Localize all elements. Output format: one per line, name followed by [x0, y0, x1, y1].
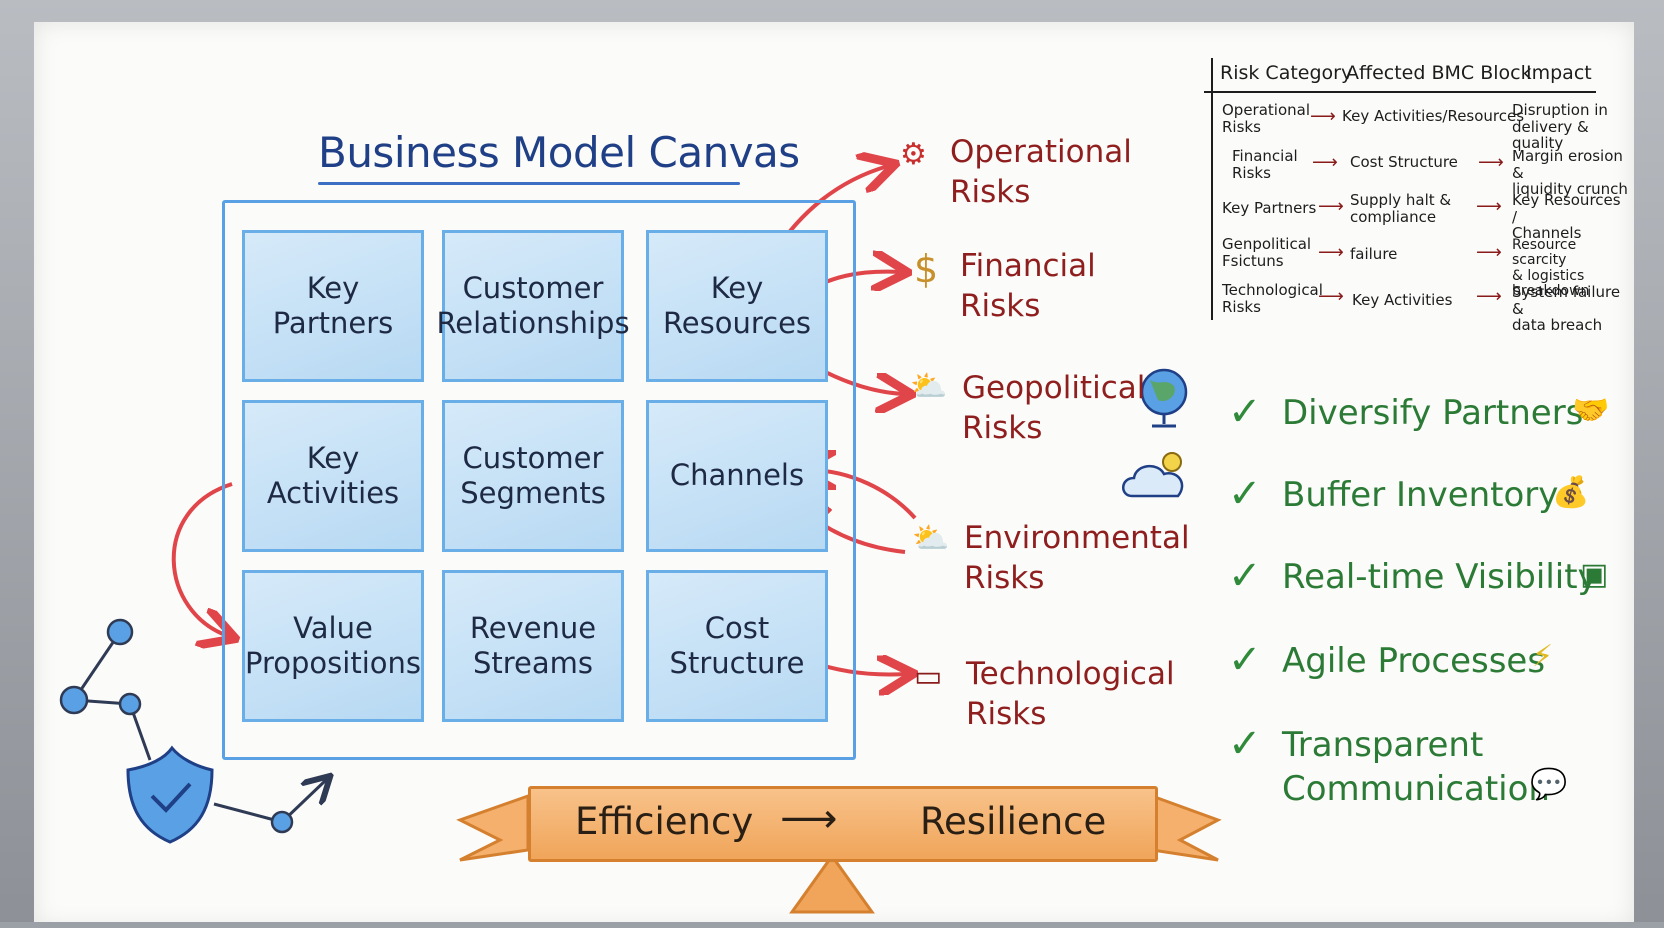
mitigation-transparent-communication: Transparent Communication	[1282, 725, 1550, 809]
block-channels: Channels	[646, 400, 828, 552]
check-icon: ✓	[1228, 389, 1262, 435]
mitigation-real-time-visibility: Real-time Visibility	[1282, 557, 1598, 597]
speech-bubble-icon: 💬	[1530, 767, 1568, 802]
table-header-block: Affected BMC Block	[1346, 62, 1532, 84]
marker-tray	[0, 922, 1664, 928]
table-arrow: ⟶	[1318, 242, 1344, 263]
sun-cloud-icon: ⛅	[912, 521, 950, 556]
block-customer-segments: Customer Segments	[442, 400, 624, 552]
table-cell-block: Key Activities/Resources	[1342, 107, 1525, 125]
banner-tail-left	[456, 793, 530, 862]
risk-operational: Operational Risks	[950, 134, 1132, 211]
banner-tail-right	[1150, 793, 1222, 862]
table-cell-impact: Key Resources / Channels	[1512, 191, 1621, 242]
efficiency-resilience-banner	[528, 786, 1158, 862]
table-arrow: ⟶	[1310, 106, 1336, 127]
risk-technological: Technological Risks	[966, 656, 1175, 733]
table-arrow: ⟶	[1476, 286, 1502, 307]
mitigation-diversify-partners: Diversify Partners	[1282, 393, 1584, 433]
handshake-icon: 🤝	[1572, 393, 1610, 428]
banner-efficiency: Efficiency	[575, 800, 754, 843]
block-value-propositions: Value Propositions	[242, 570, 424, 722]
monitor-icon: ▣	[1580, 557, 1609, 592]
table-cell-block: Supply halt & compliance	[1350, 191, 1452, 226]
table-arrow: ⟶	[1318, 196, 1344, 217]
table-arrow: ⟶	[1318, 286, 1344, 307]
table-cell-category: Technological Risks	[1222, 281, 1323, 316]
globe-icon	[1140, 368, 1188, 428]
dollar-icon: $	[914, 247, 939, 291]
table-cell-category: Financial Risks	[1232, 147, 1298, 182]
table-header-category: Risk Category	[1220, 62, 1353, 84]
block-key-resources: Key Resources	[646, 230, 828, 382]
table-arrow: ⟶	[1476, 242, 1502, 263]
table-cell-impact: Resource scarcity & logistics breakdown	[1512, 237, 1590, 300]
block-revenue-streams: Revenue Streams	[442, 570, 624, 722]
banner-arrow: ⟶	[780, 796, 838, 842]
table-cell-block: Key Activities	[1352, 291, 1453, 309]
table-cell-block: failure	[1350, 245, 1398, 263]
network-node	[59, 618, 294, 834]
risk-environmental: Environmental Risks	[964, 520, 1190, 597]
shield-icon	[126, 745, 214, 844]
cloud-bulb-icon	[1122, 452, 1184, 498]
laptop-icon: ▭	[914, 659, 943, 694]
table-cell-category: Genpolitical Fsictuns	[1222, 235, 1312, 270]
table-arrow: ⟶	[1476, 196, 1502, 217]
check-icon: ✓	[1228, 637, 1262, 683]
table-cell-category: Operational Risks	[1222, 101, 1311, 136]
banner-resilience: Resilience	[920, 800, 1107, 843]
block-customer-relationships: Customer Relationships	[436, 230, 630, 382]
table-cell-category: Key Partners	[1222, 199, 1317, 217]
canvas-frame	[222, 200, 856, 760]
arrow-activities-to-value	[171, 482, 232, 636]
sun-cloud-icon: ⛅	[910, 369, 948, 404]
table-arrow: ⟶	[1312, 152, 1338, 173]
check-icon: ✓	[1228, 721, 1262, 767]
risk-geopolitical: Geopolitical Risks	[962, 370, 1146, 447]
block-cost-structure: Cost Structure	[646, 570, 828, 722]
money-bag-icon: 💰	[1552, 475, 1590, 510]
block-key-activities: Key Activities	[242, 400, 424, 552]
canvas-title: Business Model Canvas	[318, 128, 800, 177]
table-header-impact: Impact	[1526, 62, 1592, 84]
gear-icon: ⚙	[900, 137, 927, 172]
check-icon: ✓	[1228, 471, 1262, 517]
check-icon: ✓	[1228, 553, 1262, 599]
risk-financial: Financial Risks	[960, 248, 1096, 325]
lightning-icon: ⚡	[1532, 639, 1554, 674]
table-cell-block: Cost Structure	[1350, 153, 1458, 171]
mitigation-agile-processes: Agile Processes	[1282, 641, 1546, 681]
mitigation-buffer-inventory: Buffer Inventory	[1282, 475, 1559, 515]
table-cell-impact: System failure & data breach	[1512, 283, 1621, 334]
table-cell-impact: Disruption in delivery & quality	[1512, 101, 1608, 152]
table-arrow: ⟶	[1478, 152, 1504, 173]
fulcrum	[789, 853, 875, 914]
title-underline	[318, 182, 740, 185]
block-key-partners: Key Partners	[242, 230, 424, 382]
table-cell-impact: Margin erosion & liquidity crunch	[1512, 147, 1628, 198]
